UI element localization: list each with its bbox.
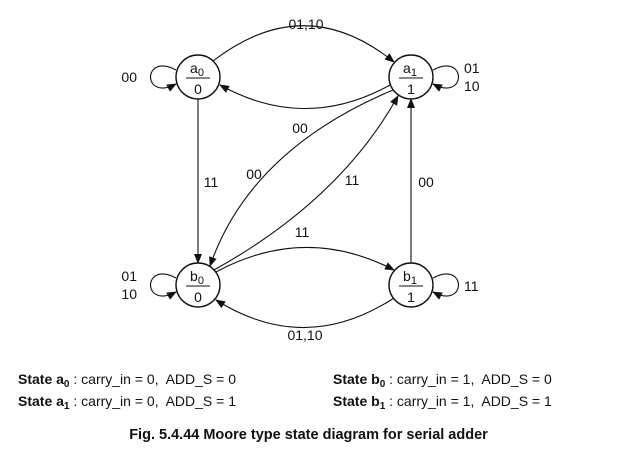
state-circle: [388, 54, 434, 100]
transition-arrow-b1-to-b0: [215, 297, 395, 328]
transition-label-a0-to-a1: 01,10: [288, 16, 323, 32]
legend-description: : carry_in = 1, ADD_S = 0: [385, 371, 552, 387]
transition-arrow-a1-to-a1: [432, 65, 460, 92]
transition-label-a1-to-b0: 00: [246, 166, 262, 182]
legend-state-b0: State b0 : carry_in = 1, ADD_S = 0: [333, 370, 552, 390]
state-output: 0: [194, 289, 202, 305]
transition-label-b1-to-a1: 00: [418, 174, 434, 190]
state-a1: a11: [388, 54, 434, 100]
transition-arrow-b0-to-a1: [213, 95, 399, 271]
state-output: 1: [407, 289, 415, 305]
transition-label-b0-to-b1: 11: [295, 224, 310, 240]
state-circle: [175, 262, 221, 308]
transition-label-b0-to-b0: 10: [121, 286, 137, 302]
transition-label-a1-to-a0: 00: [292, 120, 308, 136]
transition-arrow-a1-to-b0: [209, 89, 394, 267]
legend-description: : carry_in = 0, ADD_S = 1: [69, 393, 237, 409]
transition-label-b1-to-b0: 01,10: [287, 327, 322, 343]
legend-description: : carry_in = 1, ADD_S = 1: [385, 393, 552, 409]
transition-label-a0-to-a0: 00: [121, 69, 137, 85]
transitions-layer: [149, 25, 460, 328]
transition-label-b0-to-a1: 11: [345, 172, 360, 188]
state-name: b1: [403, 268, 417, 287]
figure-caption: Fig. 5.4.44 Moore type state diagram for…: [129, 427, 488, 443]
transition-label-a1-to-a1: 10: [464, 78, 480, 94]
legend-state-a1: State a1 : carry_in = 0, ADD_S = 1: [18, 392, 237, 412]
state-output: 0: [194, 81, 202, 97]
transition-arrow-a0-to-a1: [212, 25, 395, 63]
state-name: a1: [403, 60, 417, 79]
transition-label-a1-to-a1: 01: [464, 60, 480, 76]
transition-arrow-a1-to-a0: [219, 84, 391, 110]
state-name: b0: [190, 268, 204, 287]
legend-description: : carry_in = 0, ADD_S = 0: [69, 371, 237, 387]
state-name: a0: [190, 60, 204, 79]
transition-arrow-b1-to-b1: [432, 273, 460, 300]
state-a0: a00: [175, 54, 221, 100]
transition-label-b0-to-b0: 01: [121, 268, 137, 284]
legend-name: State a1: [18, 393, 70, 412]
transition-label-b1-to-b1: 11: [464, 278, 479, 294]
state-circle: [175, 54, 221, 100]
legend-name: State b1: [333, 393, 386, 412]
state-circle: [388, 262, 434, 308]
legend-state-a0: State a0 : carry_in = 0, ADD_S = 0: [18, 370, 237, 390]
state-b0: b00: [175, 262, 221, 308]
transition-arrow-b0-to-b0: [149, 273, 177, 300]
state-b1: b11: [388, 262, 434, 308]
legend-state-b1: State b1 : carry_in = 1, ADD_S = 1: [333, 392, 552, 412]
legend-name: State a0: [18, 371, 70, 390]
transition-arrow-a0-to-a0: [149, 65, 177, 92]
transition-arrow-b0-to-b1: [215, 246, 395, 273]
legend-name: State b0: [333, 371, 386, 390]
state-output: 1: [407, 81, 415, 97]
transition-label-a0-to-b0: 11: [204, 174, 219, 190]
